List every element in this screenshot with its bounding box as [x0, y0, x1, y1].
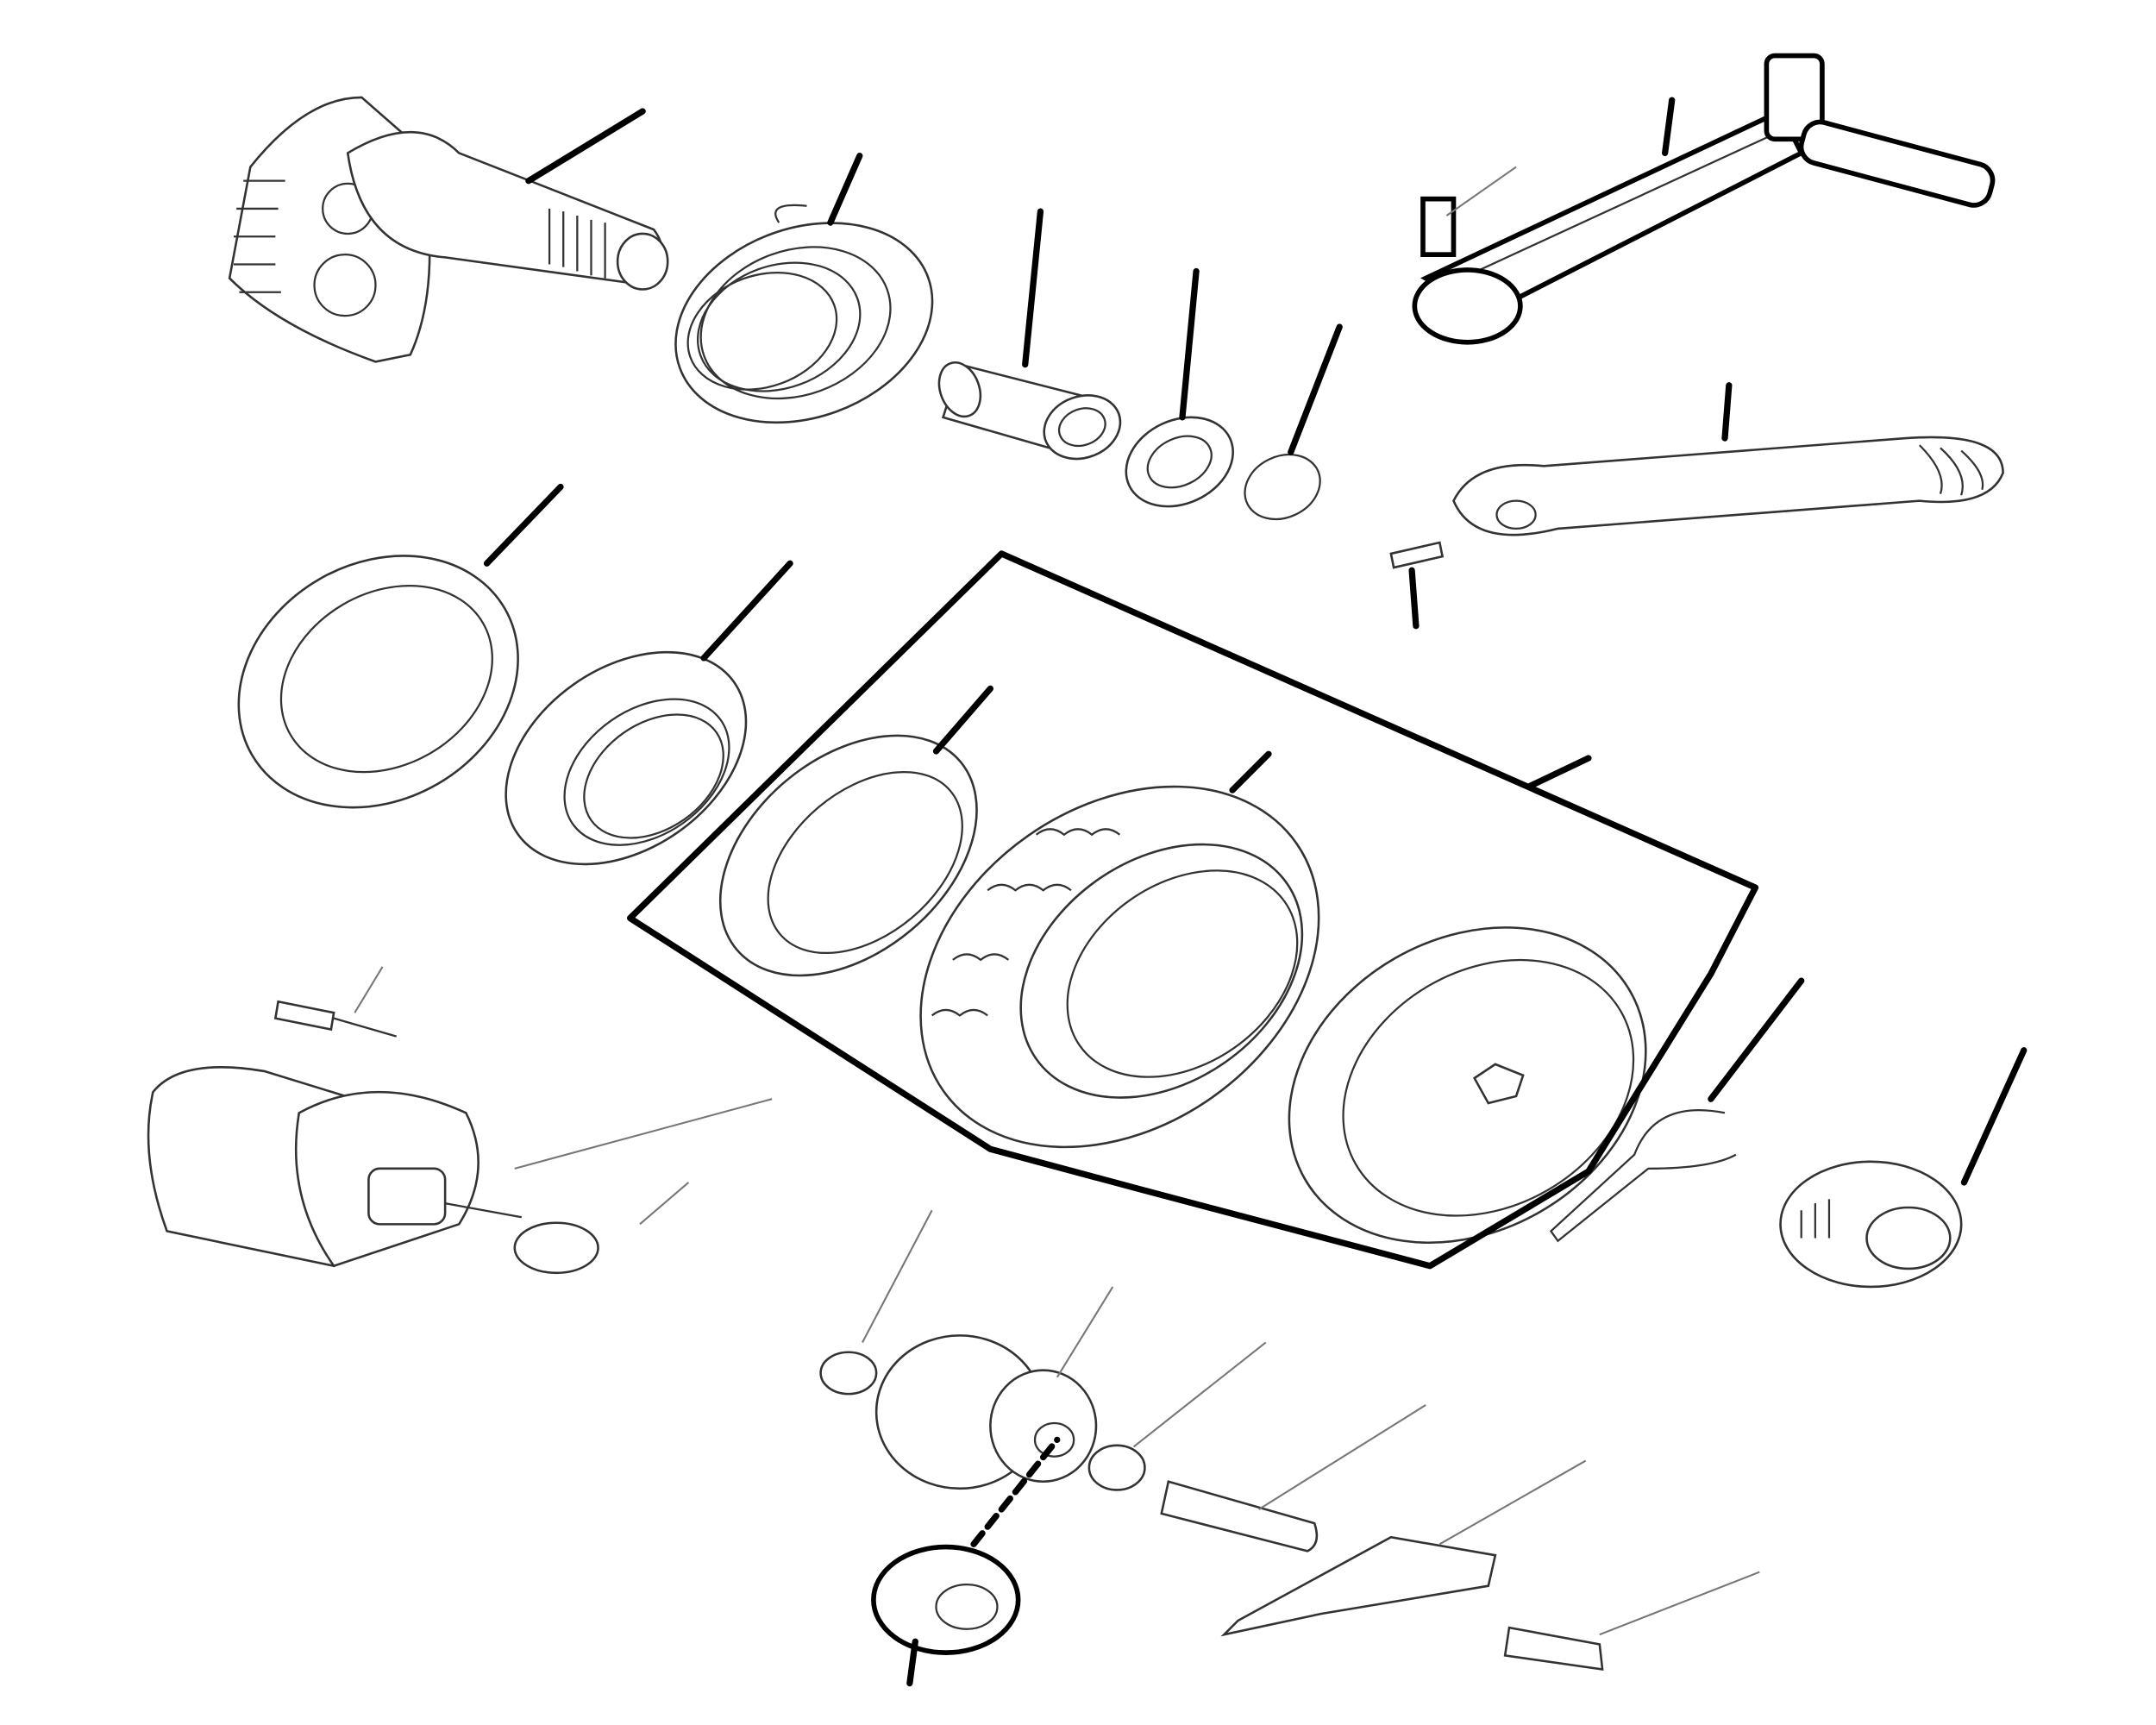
kick-shaft-gear[interactable] — [228, 96, 669, 363]
one-way-clutch[interactable] — [1232, 865, 1702, 1306]
reduction-gear[interactable] — [819, 1334, 1604, 1671]
needle-cage[interactable] — [674, 687, 1024, 1025]
bushing[interactable] — [932, 357, 1130, 469]
starter-gear[interactable] — [851, 712, 1388, 1222]
washer[interactable] — [1112, 400, 1248, 523]
assembly-group-outline — [627, 550, 1759, 1270]
idler-gear[interactable] — [1779, 1160, 1963, 1289]
circlip[interactable] — [1234, 442, 1331, 530]
leader-lines — [354, 97, 2028, 1687]
kickstart-lever[interactable] — [1412, 53, 1996, 345]
thrust-washer[interactable] — [192, 506, 563, 857]
kick-spring[interactable] — [648, 189, 961, 457]
bearing[interactable] — [466, 608, 786, 908]
kickstart-lever-alt[interactable] — [1389, 436, 2004, 569]
clip-spring[interactable] — [1549, 1109, 1737, 1243]
starter-motor[interactable] — [147, 1000, 599, 1275]
